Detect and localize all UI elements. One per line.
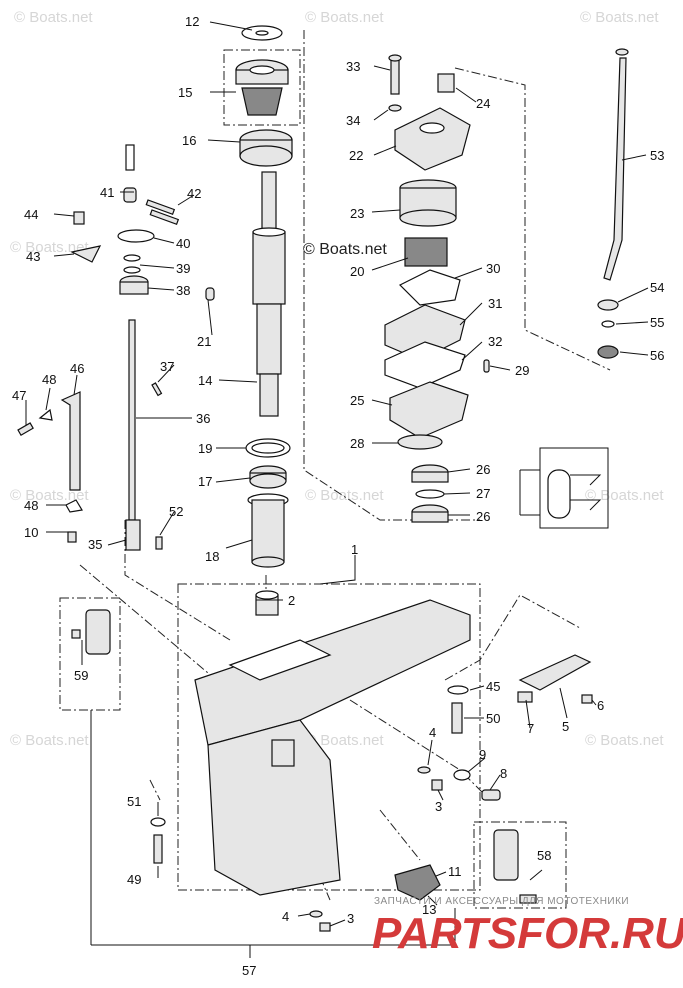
gearcase-housing <box>71 599 593 932</box>
watermark: © Boats.net <box>305 487 384 504</box>
callout-29: 29 <box>515 363 529 378</box>
leader-lines <box>25 21 649 958</box>
water-tube-assembly <box>597 48 629 359</box>
inset-retainer <box>547 469 602 519</box>
callout-44: 44 <box>24 207 38 222</box>
callout-9: 9 <box>479 747 486 762</box>
callout-1: 1 <box>351 542 358 557</box>
callout-56: 56 <box>650 348 664 363</box>
callout-7: 7 <box>527 721 534 736</box>
callout-59: 59 <box>74 668 88 683</box>
callout-2: 2 <box>288 593 295 608</box>
callout-13: 13 <box>422 902 436 917</box>
callout-41: 41 <box>100 185 114 200</box>
callout-16: 16 <box>182 133 196 148</box>
callout-42: 42 <box>187 186 201 201</box>
callout-20: 20 <box>350 264 364 279</box>
water-pump-assembly <box>384 54 490 523</box>
watermark: © Boats.net <box>580 9 659 26</box>
callout-49: 49 <box>127 872 141 887</box>
callout-14: 14 <box>198 373 212 388</box>
callout-6: 6 <box>597 698 604 713</box>
callout-46: 46 <box>70 361 84 376</box>
detail-box-bearing-15 <box>223 49 301 126</box>
watermark: © Boats.net <box>10 732 89 749</box>
callout-19: 19 <box>198 441 212 456</box>
callout-27: 27 <box>476 486 490 501</box>
watermark: © Boats.net <box>14 9 93 26</box>
callout-36: 36 <box>196 411 210 426</box>
watermark-layer: © Boats.net © Boats.net © Boats.net © Bo… <box>10 9 664 749</box>
callout-22: 22 <box>349 148 363 163</box>
callout-4: 4 <box>282 909 289 924</box>
watermark: © Boats.net <box>10 487 89 504</box>
callout-23: 23 <box>350 206 364 221</box>
callout-28: 28 <box>350 436 364 451</box>
callout-12: 12 <box>185 14 199 29</box>
callout-54: 54 <box>650 280 664 295</box>
callout-5: 5 <box>562 719 569 734</box>
callout-18: 18 <box>205 549 219 564</box>
callout-38: 38 <box>176 283 190 298</box>
callout-57: 57 <box>242 963 256 978</box>
drive-shaft-assembly <box>205 25 293 616</box>
callout-30: 30 <box>486 261 500 276</box>
callout-50: 50 <box>486 711 500 726</box>
callout-43: 43 <box>26 249 40 264</box>
detail-box-58 <box>473 821 567 909</box>
detail-box-59 <box>59 597 121 711</box>
callout-15: 15 <box>178 85 192 100</box>
callout-8: 8 <box>500 766 507 781</box>
callout-4: 4 <box>429 725 436 740</box>
callout-48: 48 <box>24 498 38 513</box>
callout-26: 26 <box>476 509 490 524</box>
callout-24: 24 <box>476 96 490 111</box>
callout-34: 34 <box>346 113 360 128</box>
callout-3: 3 <box>347 911 354 926</box>
callout-52: 52 <box>169 504 183 519</box>
callout-21: 21 <box>197 334 211 349</box>
watermark: © Boats.net <box>10 239 89 256</box>
callout-labels: 1 2 3 3 4 4 5 6 7 8 9 10 11 12 13 14 15 … <box>12 14 664 978</box>
callout-17: 17 <box>198 474 212 489</box>
callout-40: 40 <box>176 236 190 251</box>
callout-47: 47 <box>12 388 26 403</box>
shift-assembly <box>17 144 180 551</box>
callout-53: 53 <box>650 148 664 163</box>
watermark-main: © Boats.net <box>303 241 387 258</box>
callout-39: 39 <box>176 261 190 276</box>
callout-31: 31 <box>488 296 502 311</box>
callout-45: 45 <box>486 679 500 694</box>
callout-26: 26 <box>476 462 490 477</box>
footer-branding: ЗАПЧАСТИ И АКСЕССУАРЫ ДЛЯ МОТОТЕХНИКИ PA… <box>372 896 683 958</box>
callout-58: 58 <box>537 848 551 863</box>
inset-box-26 <box>539 447 609 529</box>
callout-3: 3 <box>435 799 442 814</box>
watermark: © Boats.net <box>585 487 664 504</box>
callout-33: 33 <box>346 59 360 74</box>
watermark: © Boats.net <box>585 732 664 749</box>
watermark: © Boats.net <box>305 9 384 26</box>
callout-35: 35 <box>88 537 102 552</box>
watermark: © Boats.net <box>305 732 384 749</box>
callout-25: 25 <box>350 393 364 408</box>
callout-37: 37 <box>160 359 174 374</box>
callout-55: 55 <box>650 315 664 330</box>
callout-51: 51 <box>127 794 141 809</box>
callout-10: 10 <box>24 525 38 540</box>
callout-32: 32 <box>488 334 502 349</box>
callout-48: 48 <box>42 372 56 387</box>
callout-11: 11 <box>448 864 462 879</box>
footer-logo: PARTSFOR.RU <box>372 909 683 958</box>
assembly-lines <box>79 30 611 901</box>
footer-tagline: ЗАПЧАСТИ И АКСЕССУАРЫ ДЛЯ МОТОТЕХНИКИ <box>374 896 629 907</box>
